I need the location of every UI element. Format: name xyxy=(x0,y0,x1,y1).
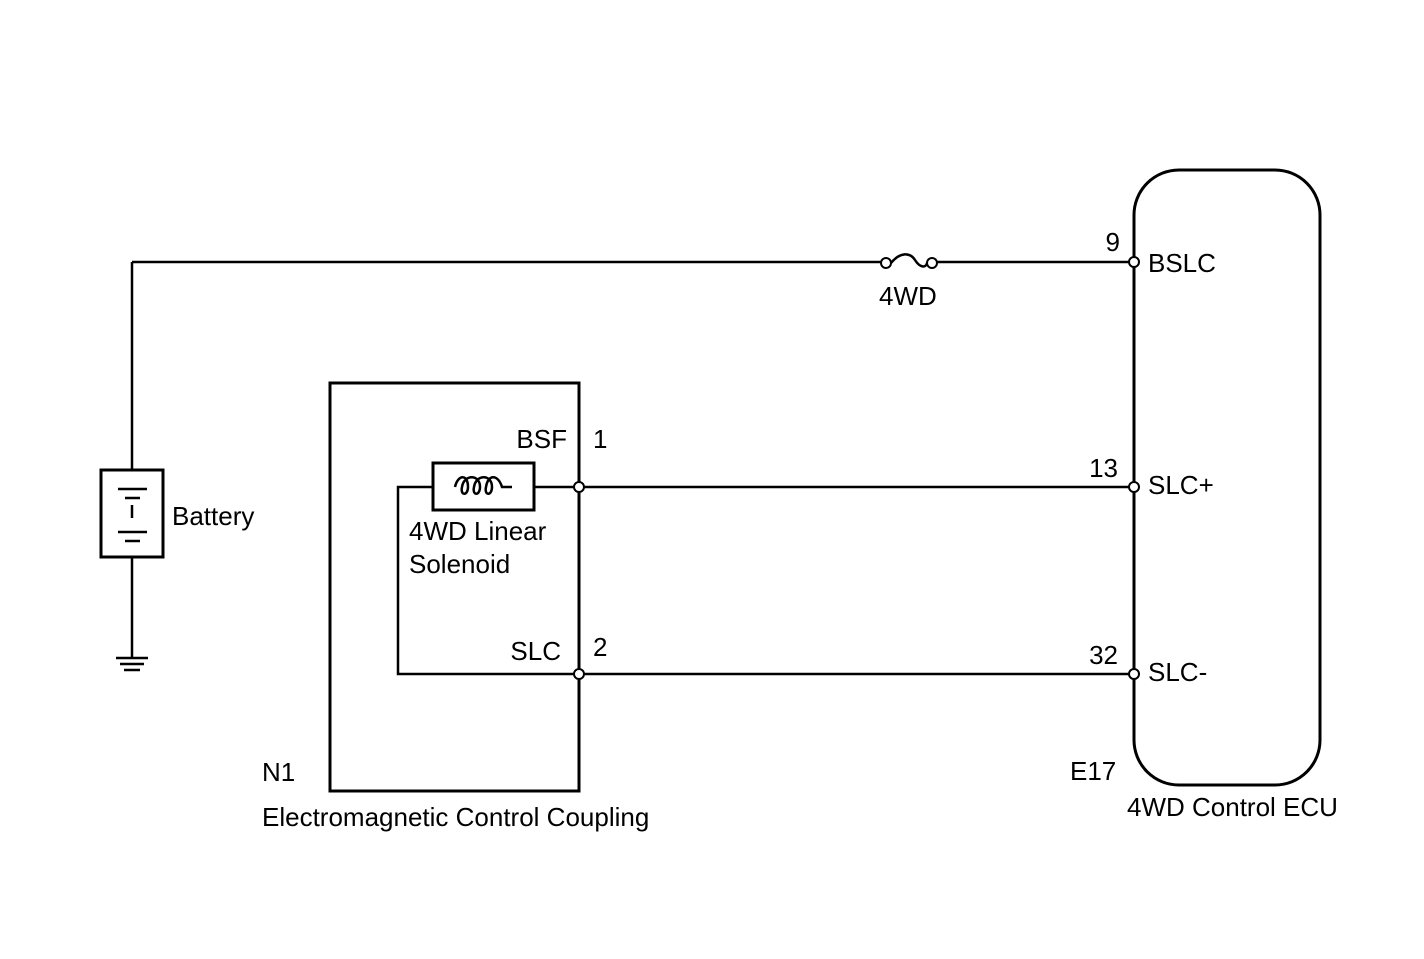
coupling-pin-1-number: 1 xyxy=(593,424,607,454)
coupling-pin-2-number: 2 xyxy=(593,632,607,662)
coupling-pin-1-terminal xyxy=(573,481,585,493)
ecu-pin-13-number: 13 xyxy=(1089,453,1118,483)
ecu-pin-9-terminal xyxy=(1128,256,1140,268)
ecu-connector-id: E17 xyxy=(1070,756,1116,786)
ecu-pin-32-terminal xyxy=(1128,668,1140,680)
solenoid-label-line2: Solenoid xyxy=(409,549,510,579)
solenoid-box xyxy=(431,461,536,512)
fuse-label: 4WD xyxy=(879,281,937,311)
ecu-pin-9-number: 9 xyxy=(1106,227,1120,257)
coupling-pin-1-signal: BSF xyxy=(516,424,567,454)
coupling-pin-2-signal: SLC xyxy=(510,636,561,666)
solenoid-label-line1: 4WD Linear xyxy=(409,516,547,546)
coupling-box xyxy=(328,381,581,793)
ecu-pin-13-signal: SLC+ xyxy=(1148,470,1214,500)
ecu-pin-9-signal: BSLC xyxy=(1148,248,1216,278)
ecu-box xyxy=(1132,168,1322,787)
battery-supply-wire xyxy=(130,260,884,470)
ecu-pin-13-terminal xyxy=(1128,481,1140,493)
coil-icon xyxy=(453,476,512,495)
battery-symbol xyxy=(99,468,165,559)
battery-label: Battery xyxy=(172,501,254,531)
ecu-name: 4WD Control ECU xyxy=(1127,792,1338,822)
coupling-pin-2-terminal xyxy=(573,668,585,680)
coupling-connector-id: N1 xyxy=(262,757,295,787)
ecu-pin-32-signal: SLC- xyxy=(1148,657,1207,687)
ecu-pin-32-number: 32 xyxy=(1089,640,1118,670)
coupling-name: Electromagnetic Control Coupling xyxy=(262,802,649,832)
fuse-4wd xyxy=(880,253,938,269)
ground-icon xyxy=(116,656,148,672)
solenoid-return-wire xyxy=(396,485,579,676)
